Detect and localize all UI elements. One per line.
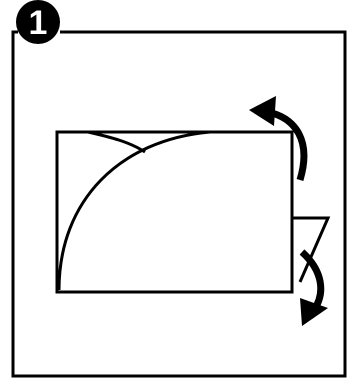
step-number-badge: 1 [16, 0, 60, 44]
paper-flap [290, 218, 328, 282]
step-number-label: 1 [29, 4, 48, 42]
paper-sheet [57, 132, 292, 292]
